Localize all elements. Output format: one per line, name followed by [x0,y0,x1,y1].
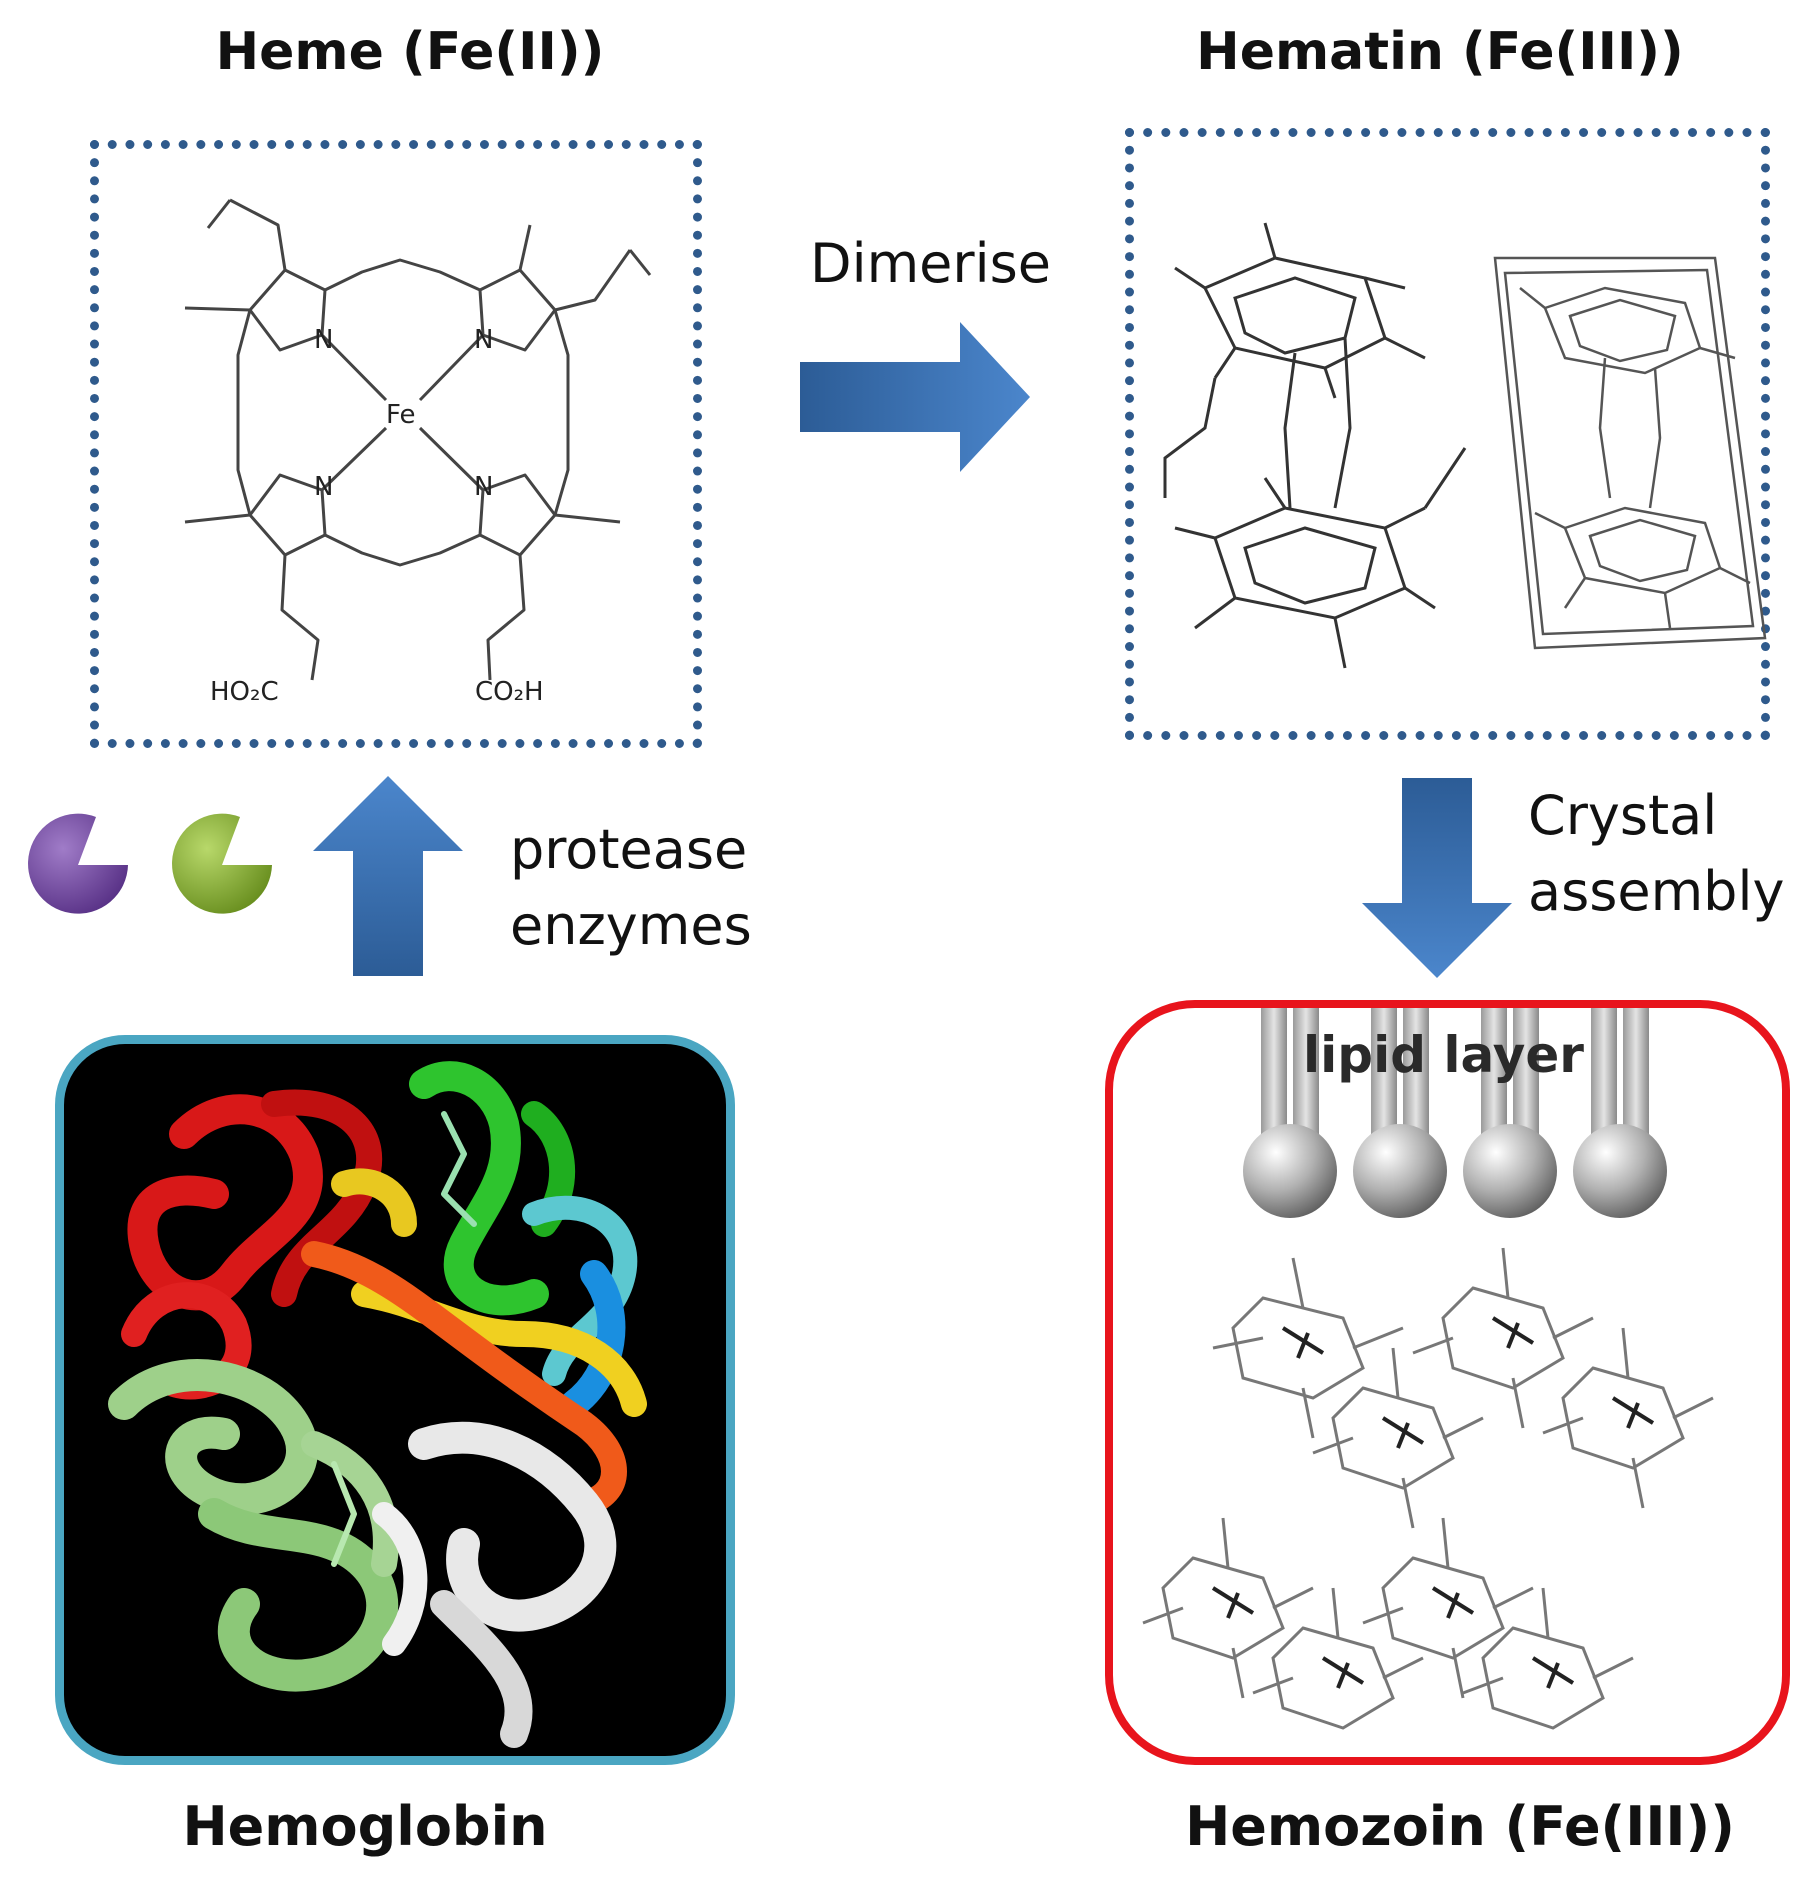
heme-n-label: N [314,325,333,355]
hematin-title: Hematin (Fe(III)) [1196,22,1684,82]
hematin-structure-box [1125,128,1770,740]
enzyme-purple-icon [28,813,128,914]
hemozoin-panel: lipid layer [1105,1000,1790,1765]
crystal-assembly-label: Crystal assembly [1528,778,1784,930]
heme-porphyrin-structure: N N N N Fe HO₂C CO₂H [184,198,652,707]
lipid-layer-graphic [1142,1008,1714,1730]
lipid-layer-label: lipid layer [1303,1026,1584,1084]
protease-line2: enzymes [510,894,752,957]
hemozoin-label: Hemozoin (Fe(III)) [1185,1795,1735,1858]
heme-acid-right: CO₂H [475,677,544,707]
hemoglobin-ribbon-image [108,1061,647,1748]
crystal-line1: Crystal [1528,784,1718,847]
heme-structure-box: N N N N Fe HO₂C CO₂H [90,140,702,748]
heme-title: Heme (Fe(II)) [215,22,605,82]
heme-n-label: N [314,472,333,502]
hemoglobin-label: Hemoglobin [182,1795,548,1858]
heme-n-label: N [474,325,493,355]
heme-fe-label: Fe [386,400,416,430]
lipid-heads [1243,1124,1667,1218]
protease-label: protease enzymes [510,812,752,964]
heme-acid-left: HO₂C [210,677,279,707]
hemoglobin-panel [55,1035,735,1765]
hemozoin-crystal-molecules [1142,1247,1714,1730]
enzyme-green-icon [172,813,272,914]
up-arrow [313,776,463,976]
protease-line1: protease [510,818,748,881]
hematin-dimer-structure [1163,222,1767,669]
crystal-line2: assembly [1528,860,1785,923]
right-arrow [800,322,1030,472]
down-arrow [1362,778,1512,978]
heme-n-label: N [474,472,493,502]
dimerise-label: Dimerise [810,232,1051,295]
